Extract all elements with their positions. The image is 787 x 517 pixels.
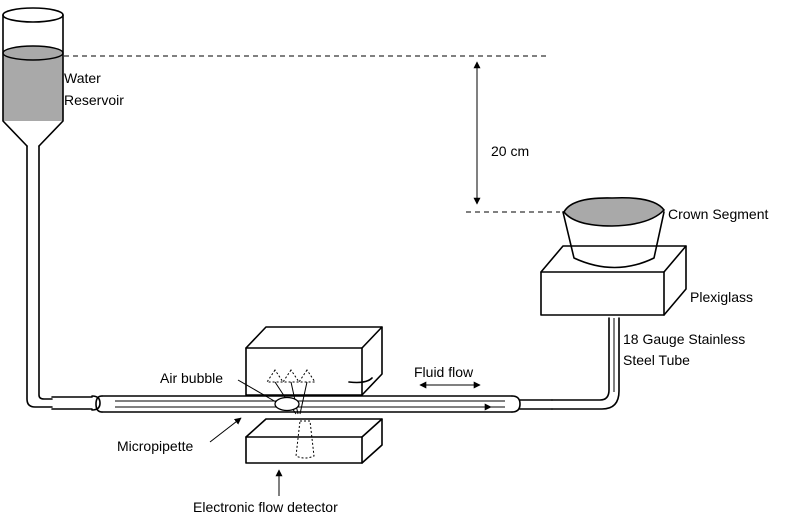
micropipette-right-end bbox=[511, 395, 521, 413]
steel-tube-label-line1: 18 Gauge Stainless bbox=[623, 331, 745, 347]
detector-upper-block bbox=[245, 326, 383, 396]
lower-block-front bbox=[245, 436, 363, 464]
plexiglass-label: Plexiglass bbox=[690, 289, 753, 305]
detector-label: Electronic flow detector bbox=[193, 499, 338, 515]
reservoir-fitting bbox=[91, 395, 101, 411]
micropipette-arrow bbox=[209, 417, 242, 443]
reservoir-tube-inner bbox=[38, 145, 53, 400]
height-marker bbox=[64, 55, 560, 213]
micropipette-left-end bbox=[95, 395, 103, 413]
crown-cavity bbox=[563, 196, 666, 227]
reservoir-water bbox=[3, 53, 63, 121]
light-source-2 bbox=[282, 369, 300, 383]
reservoir-label: Reservoir bbox=[64, 92, 124, 108]
steel-tube-label-line2: Steel Tube bbox=[623, 352, 690, 368]
water-reservoir bbox=[2, 7, 101, 411]
reservoir-connector bbox=[51, 396, 93, 410]
air-bubble-label: Air bubble bbox=[160, 370, 223, 386]
water-label: Water bbox=[64, 70, 101, 86]
upper-block-top bbox=[245, 326, 383, 349]
micropipette-label: Micropipette bbox=[117, 438, 193, 454]
lower-block-side bbox=[361, 418, 383, 464]
right-connector bbox=[519, 399, 553, 410]
plexiglass-side bbox=[663, 245, 687, 316]
photo-sensor bbox=[295, 420, 315, 459]
fluid-flow-label: Fluid flow bbox=[414, 364, 474, 380]
air-bubble bbox=[274, 396, 300, 412]
light-source-1 bbox=[266, 369, 284, 383]
light-source-3 bbox=[298, 369, 316, 383]
upper-block-side bbox=[361, 326, 383, 396]
crown-body bbox=[562, 211, 665, 269]
upper-block-front bbox=[245, 347, 363, 396]
detector-lower-block bbox=[245, 418, 383, 464]
crown-segment bbox=[562, 196, 666, 269]
lower-block-top bbox=[245, 418, 383, 438]
air-bubble-leader bbox=[237, 379, 277, 403]
plexiglass-stand bbox=[540, 245, 687, 316]
plexiglass-front bbox=[540, 271, 665, 316]
steel-tube-inner bbox=[551, 317, 610, 401]
height-label: 20 cm bbox=[491, 143, 529, 159]
reservoir-top-rim bbox=[2, 7, 64, 23]
steel-tube-outer bbox=[551, 317, 620, 410]
reservoir-tube-outer bbox=[26, 145, 53, 408]
reservoir-walls bbox=[2, 14, 64, 147]
crown-segment-label: Crown Segment bbox=[668, 206, 768, 222]
micropipette bbox=[95, 395, 553, 413]
plexiglass-top bbox=[540, 245, 687, 273]
detector-cable bbox=[348, 377, 373, 384]
reservoir-water-surface bbox=[2, 45, 64, 61]
steel-tube bbox=[551, 317, 620, 410]
